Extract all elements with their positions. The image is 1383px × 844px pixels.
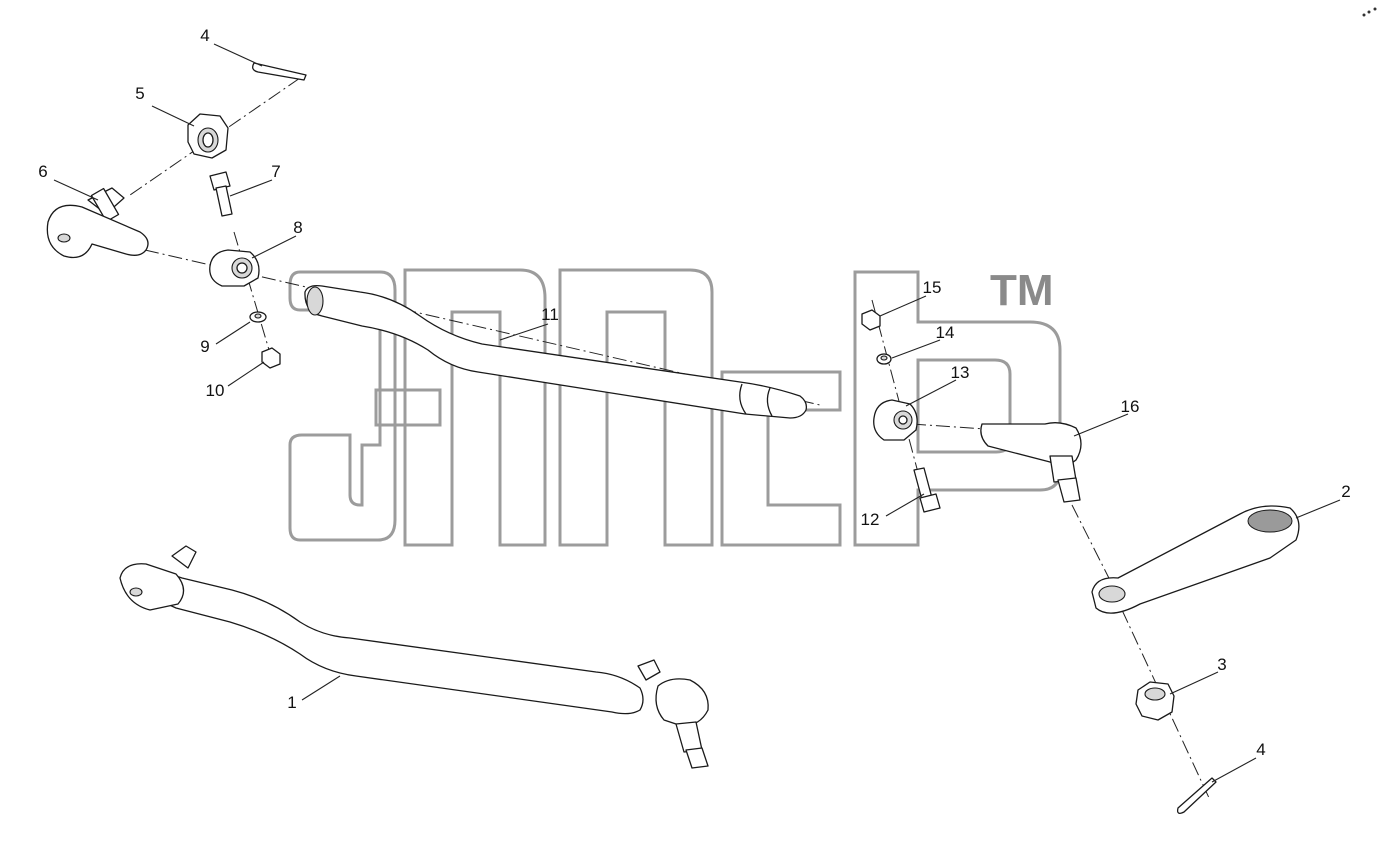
drag-link-tube [304,284,808,419]
bolt-7 [209,171,233,217]
callout-c4a: 4 [200,26,209,45]
nut-15 [861,309,881,331]
callout-c5: 5 [135,84,144,103]
nut-10 [261,347,281,369]
callout-c6: 6 [38,162,47,181]
callout-labels: 4 5 6 7 8 9 10 11 15 14 13 16 12 2 3 4 1 [38,26,1350,759]
castle-nut-top [187,113,229,159]
castle-nut-bottom [1135,681,1175,721]
tie-rod-end-left [46,187,149,259]
clamp-left [209,249,260,287]
callout-c15: 15 [923,278,942,297]
callout-c13: 13 [951,363,970,382]
callout-c14: 14 [936,323,955,342]
callout-c16: 16 [1121,397,1140,416]
tie-rod-assembly [119,545,709,769]
cotter-pin-top [252,62,307,81]
callout-c1: 1 [287,693,296,712]
tie-rod-end-right [980,422,1082,503]
pitman-arm [1091,505,1300,614]
leader-lines [53,43,1341,783]
callout-c9: 9 [200,337,209,356]
bolt-12 [913,467,941,513]
washer-14 [876,353,892,365]
callout-c12: 12 [861,510,880,529]
clamp-right [873,399,918,441]
washer-9 [249,311,267,323]
callout-c3: 3 [1217,655,1226,674]
callout-c7: 7 [271,162,280,181]
corner-mark [1362,7,1377,17]
callout-c8: 8 [293,218,302,237]
callout-c10: 10 [206,381,225,400]
callout-c11: 11 [541,305,559,324]
callout-c4b: 4 [1256,740,1265,759]
cotter-pin-bottom [1176,777,1217,814]
callout-c2: 2 [1341,482,1350,501]
watermark-trademark: TM [990,266,1054,315]
